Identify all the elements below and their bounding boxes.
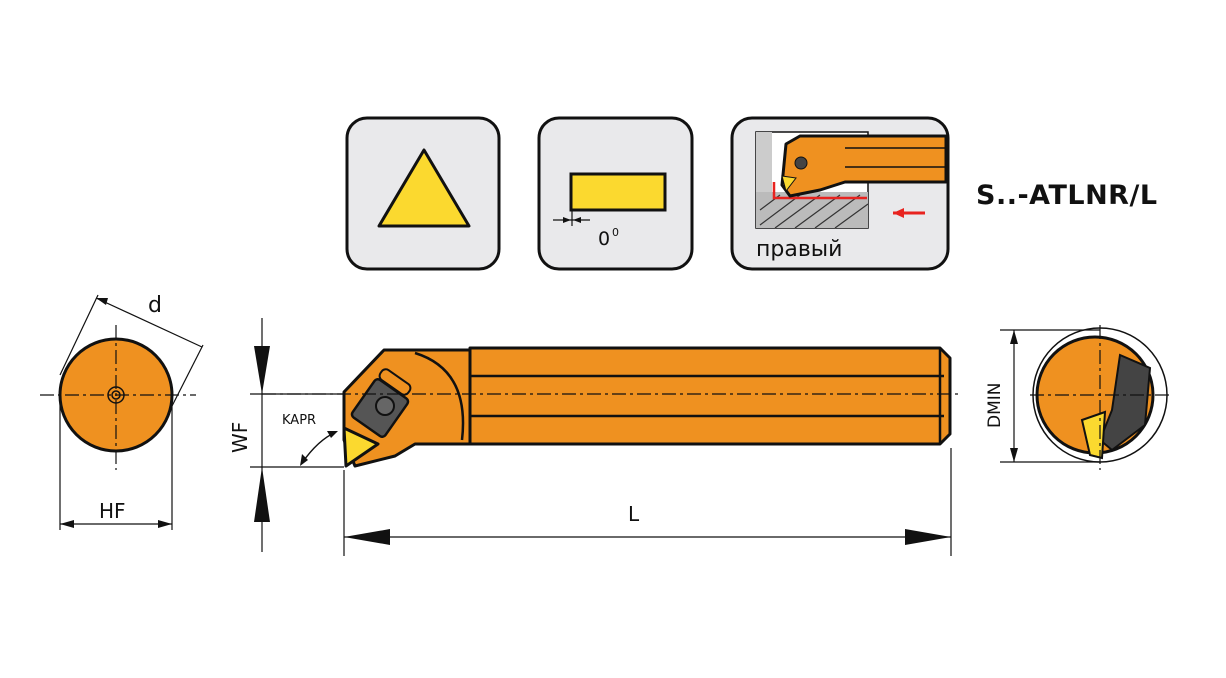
tool-holder-side-view	[262, 346, 960, 468]
end-view-right: DMIN	[985, 325, 1170, 470]
dim-l: L	[343, 448, 952, 556]
clearance-angle-value: 0	[598, 228, 610, 250]
dim-hf-label: HF	[99, 499, 126, 523]
triangle-insert-icon	[342, 426, 380, 468]
dim-d-label: d	[148, 293, 162, 318]
product-code-title: S..-ATLNR/L	[976, 180, 1158, 211]
dim-kapr-label: KAPR	[282, 413, 316, 428]
clearance-angle-unit: 0	[612, 226, 619, 239]
end-view-left: d HF	[40, 293, 204, 530]
dim-dmin-label: DMIN	[985, 383, 1005, 429]
insert-shape-panel	[345, 116, 501, 271]
dim-l-label: L	[628, 502, 640, 526]
dim-wf: WF KAPR	[228, 318, 344, 552]
hand-label: правый	[756, 237, 842, 262]
clearance-angle-panel: 0 0	[537, 116, 694, 271]
insert-side-icon	[569, 172, 667, 212]
triangle-insert-icon	[377, 148, 471, 228]
dim-wf-label: WF	[228, 422, 252, 453]
hand-panel: правый	[730, 116, 950, 271]
feed-direction-arrow-icon	[893, 208, 904, 218]
